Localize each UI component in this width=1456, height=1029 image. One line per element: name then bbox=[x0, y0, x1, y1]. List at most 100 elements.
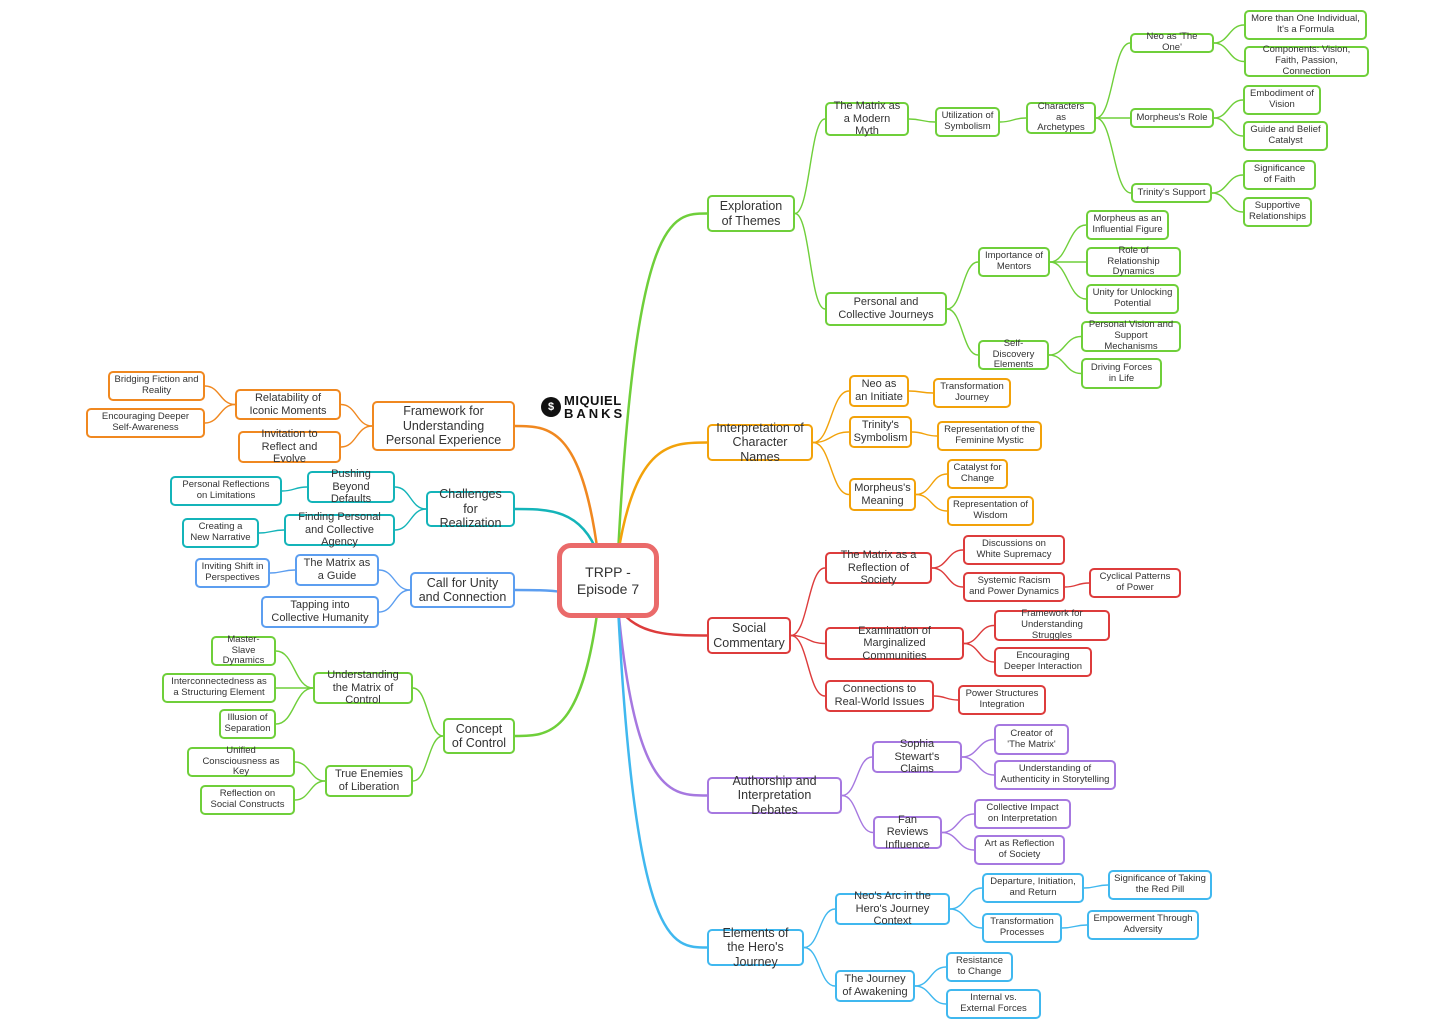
leaf-framework-understanding-struggles[interactable]: Framework for Understanding Struggles bbox=[994, 608, 1110, 641]
topic-heros-journey[interactable]: Elements of the Hero's Journey bbox=[707, 926, 804, 969]
connector-marginalized-framework-struggles bbox=[963, 624, 995, 645]
subtopic-real-world-issues[interactable]: Connections to Real-World Issues bbox=[825, 680, 934, 712]
leaf-feminine-mystic[interactable]: Representation of the Feminine Mystic bbox=[937, 421, 1042, 451]
leaf-departure-initiation-return[interactable]: Departure, Initiation, and Return bbox=[982, 873, 1084, 903]
leaf-empowerment-through-adversity[interactable]: Empowerment Through Adversity bbox=[1087, 910, 1199, 940]
connector-framework-invitation bbox=[340, 425, 373, 448]
subtopic-trinity-symbolism[interactable]: Trinity's Symbolism bbox=[849, 416, 912, 448]
leaf-role-of-relationship-dynamics[interactable]: Role of Relationship Dynamics bbox=[1086, 245, 1181, 277]
leaf-driving-forces-in-life[interactable]: Driving Forces in Life bbox=[1081, 358, 1162, 389]
leaf-morpheus-influential-figure[interactable]: Morpheus as an Influential Figure bbox=[1086, 210, 1169, 240]
topic-social-commentary[interactable]: Social Commentary bbox=[707, 617, 791, 654]
leaf-deeper-self-awareness[interactable]: Encouraging Deeper Self-Awareness bbox=[86, 408, 205, 438]
leaf-representation-of-wisdom[interactable]: Representation of Wisdom bbox=[947, 496, 1034, 526]
subtopic-relatability-iconic-moments[interactable]: Relatability of Iconic Moments bbox=[235, 389, 341, 420]
leaf-significance-of-faith[interactable]: Significance of Faith bbox=[1243, 160, 1316, 190]
topic-authorship-debates[interactable]: Authorship and Interpretation Debates bbox=[707, 774, 842, 817]
subtopic-morpheus-role[interactable]: Morpheus's Role bbox=[1130, 108, 1214, 128]
connector-understanding-illusion bbox=[275, 687, 314, 725]
connector-awakening-int-ext bbox=[914, 985, 947, 1005]
leaf-authenticity-in-storytelling[interactable]: Understanding of Authenticity in Storyte… bbox=[994, 760, 1116, 790]
leaf-systemic-racism[interactable]: Systemic Racism and Power Dynamics bbox=[963, 572, 1065, 602]
leaf-personal-reflections-limitations[interactable]: Personal Reflections on Limitations bbox=[170, 476, 282, 506]
subtopic-marginalized-communities[interactable]: Examination of Marginalized Communities bbox=[825, 625, 964, 662]
leaf-transformation-journey[interactable]: Transformation Journey bbox=[933, 378, 1011, 408]
leaf-embodiment-of-vision[interactable]: Embodiment of Vision bbox=[1243, 85, 1321, 115]
connector-reflection-racism bbox=[931, 567, 964, 588]
leaf-cyclical-patterns-of-power[interactable]: Cyclical Patterns of Power bbox=[1089, 568, 1181, 598]
connector-mentors-unity-potential bbox=[1049, 261, 1087, 300]
topic-challenges-for-realization[interactable]: Challenges for Realization bbox=[426, 487, 515, 530]
leaf-guide-and-belief-catalyst[interactable]: Guide and Belief Catalyst bbox=[1243, 121, 1328, 151]
leaf-interconnectedness[interactable]: Interconnectedness as a Structuring Elem… bbox=[162, 673, 276, 703]
leaf-collective-impact[interactable]: Collective Impact on Interpretation bbox=[974, 799, 1071, 829]
connector-discovery-pers-vision bbox=[1048, 335, 1082, 356]
subtopic-trinity-support[interactable]: Trinity's Support bbox=[1131, 183, 1212, 203]
connector-marginalized-interaction bbox=[963, 642, 995, 663]
leaf-power-structures-integration[interactable]: Power Structures Integration bbox=[958, 685, 1046, 715]
subtopic-invitation-reflect-evolve[interactable]: Invitation to Reflect and Evolve bbox=[238, 428, 341, 465]
subtopic-sophia-stewart-claims[interactable]: Sophia Stewart's Claims bbox=[872, 738, 962, 775]
subtopic-neo-as-an-initiate[interactable]: Neo as an Initiate bbox=[849, 375, 909, 407]
leaf-master-slave-dynamics[interactable]: Master-Slave Dynamics bbox=[211, 634, 276, 666]
root-topic[interactable]: TRPP - Episode 7 bbox=[557, 543, 659, 618]
leaf-unified-consciousness[interactable]: Unified Consciousness as Key bbox=[187, 745, 295, 777]
topic-interpretation-of-character-names[interactable]: Interpretation of Character Names bbox=[707, 421, 813, 464]
connector-challenges-pushing bbox=[394, 486, 427, 510]
leaf-encouraging-deeper-interaction[interactable]: Encouraging Deeper Interaction bbox=[994, 647, 1092, 677]
leaf-transformation-processes[interactable]: Transformation Processes bbox=[982, 913, 1062, 943]
connector-arc-processes bbox=[949, 908, 983, 929]
leaf-art-as-reflection[interactable]: Art as Reflection of Society bbox=[974, 835, 1065, 865]
subtopic-personal-collective-journeys[interactable]: Personal and Collective Journeys bbox=[825, 292, 947, 326]
leaf-illusion-of-separation[interactable]: Illusion of Separation bbox=[219, 709, 276, 739]
leaf-more-than-one-individual[interactable]: More than One Individual, It's a Formula bbox=[1244, 10, 1367, 40]
connector-mentors-influential bbox=[1049, 224, 1087, 263]
subtopic-morpheus-meaning[interactable]: Morpheus's Meaning bbox=[849, 478, 916, 511]
leaf-personal-vision-support[interactable]: Personal Vision and Support Mechanisms bbox=[1081, 319, 1181, 352]
subtopic-utilization-of-symbolism[interactable]: Utilization of Symbolism bbox=[935, 107, 1000, 137]
leaf-catalyst-for-change[interactable]: Catalyst for Change bbox=[947, 459, 1008, 489]
subtopic-characters-as-archetypes[interactable]: Characters as Archetypes bbox=[1026, 101, 1096, 134]
leaf-white-supremacy[interactable]: Discussions on White Supremacy bbox=[963, 535, 1065, 565]
subtopic-true-enemies-liberation[interactable]: True Enemies of Liberation bbox=[325, 765, 413, 797]
subtopic-neo-arc-heros-journey[interactable]: Neo's Arc in the Hero's Journey Context bbox=[835, 890, 950, 927]
leaf-supportive-relationships[interactable]: Supportive Relationships bbox=[1243, 197, 1312, 227]
subtopic-fan-reviews-influence[interactable]: Fan Reviews Influence bbox=[873, 814, 942, 851]
subtopic-personal-collective-agency[interactable]: Finding Personal and Collective Agency bbox=[284, 511, 395, 548]
leaf-inviting-shift-perspectives[interactable]: Inviting Shift in Perspectives bbox=[195, 558, 270, 588]
leaf-resistance-to-change[interactable]: Resistance to Change bbox=[946, 952, 1013, 982]
topic-framework-personal-experience[interactable]: Framework for Understanding Personal Exp… bbox=[372, 401, 515, 451]
subtopic-matrix-of-control[interactable]: Understanding the Matrix of Control bbox=[313, 669, 413, 706]
topic-concept-of-control[interactable]: Concept of Control bbox=[443, 718, 515, 754]
subtopic-pushing-beyond-defaults[interactable]: Pushing Beyond Defaults bbox=[307, 468, 395, 505]
connector-enemies-unified bbox=[294, 761, 326, 782]
subtopic-matrix-as-guide[interactable]: The Matrix as a Guide bbox=[295, 554, 379, 586]
leaf-internal-external-forces[interactable]: Internal vs. External Forces bbox=[946, 989, 1041, 1019]
subtopic-matrix-reflection-of-society[interactable]: The Matrix as a Reflection of Society bbox=[825, 549, 932, 586]
connector-unity-guide bbox=[378, 569, 411, 591]
connector-agency-narrative bbox=[258, 529, 285, 534]
leaf-taking-the-red-pill[interactable]: Significance of Taking the Red Pill bbox=[1108, 870, 1212, 900]
subtopic-tapping-collective-humanity[interactable]: Tapping into Collective Humanity bbox=[261, 596, 379, 628]
connector-myth-symbolism bbox=[908, 118, 936, 123]
connector-names-trinity bbox=[812, 431, 850, 444]
connector-arc-departure bbox=[949, 887, 983, 910]
subtopic-neo-as-the-one[interactable]: Neo as 'The One' bbox=[1130, 31, 1214, 53]
leaf-unity-for-unlocking-potential[interactable]: Unity for Unlocking Potential bbox=[1086, 284, 1179, 314]
topic-exploration-of-themes[interactable]: Exploration of Themes bbox=[707, 195, 795, 232]
subtopic-importance-of-mentors[interactable]: Importance of Mentors bbox=[978, 247, 1050, 277]
connector-sophia-creator bbox=[961, 738, 995, 758]
leaf-creator-of-the-matrix[interactable]: Creator of 'The Matrix' bbox=[994, 724, 1069, 755]
leaf-creating-new-narrative[interactable]: Creating a New Narrative bbox=[182, 518, 259, 548]
leaf-bridging-fiction-reality[interactable]: Bridging Fiction and Reality bbox=[108, 371, 205, 401]
connector-root-framework bbox=[514, 424, 600, 555]
subtopic-journey-of-awakening[interactable]: The Journey of Awakening bbox=[835, 970, 915, 1002]
leaf-components-vision-faith[interactable]: Components: Vision, Faith, Passion, Conn… bbox=[1244, 44, 1369, 77]
topic-call-for-unity[interactable]: Call for Unity and Connection bbox=[410, 572, 515, 608]
leaf-social-constructs[interactable]: Reflection on Social Constructs bbox=[200, 785, 295, 815]
subtopic-self-discovery-elements[interactable]: Self-Discovery Elements bbox=[978, 338, 1049, 370]
connector-discovery-driving bbox=[1048, 354, 1082, 375]
connector-root-challenges bbox=[514, 507, 600, 555]
subtopic-matrix-modern-myth[interactable]: The Matrix as a Modern Myth bbox=[825, 100, 909, 137]
